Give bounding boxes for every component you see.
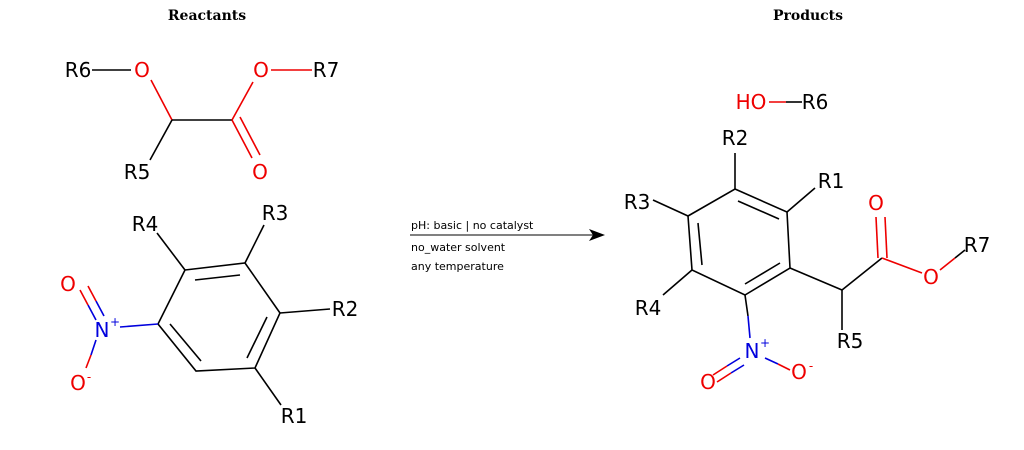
product2-r3-label: R3 — [624, 190, 651, 214]
condition-ph-catalyst: pH: basic | no catalyst — [411, 219, 534, 232]
product-arylated-ester: R2 R1 R3 R4 R5 R7 O O N + O O - — [624, 126, 991, 394]
reactant1-r5-label: R5 — [124, 160, 151, 184]
product2-r5-label: R5 — [837, 329, 864, 353]
product2-nitrogen-charge: + — [760, 336, 770, 350]
product2-r2-label: R2 — [722, 126, 749, 150]
reactant2-r3-label: R3 — [262, 201, 289, 225]
reactant2-nitrogen-charge: + — [110, 315, 120, 329]
reactant2-oxygen-charge: - — [87, 370, 91, 384]
product2-nitro-oxygen-single: O — [791, 360, 807, 384]
reactant2-nitrogen: N — [95, 318, 110, 342]
reactant2-r4-label: R4 — [132, 212, 159, 236]
product2-r1-label: R1 — [818, 169, 845, 193]
reactant-nitroarene: R4 R3 R2 R1 N + O O - — [60, 201, 358, 428]
reactant1-ether-oxygen: O — [134, 58, 150, 82]
reaction-arrow-head — [589, 229, 605, 241]
product2-nitrogen: N — [745, 339, 760, 363]
reactant1-r7-label: R7 — [313, 58, 340, 82]
reactant2-nitro-oxygen-double: O — [60, 272, 76, 296]
reactant-glycolate-ester: R6 O O R7 R5 O — [65, 58, 340, 184]
reactant1-ester-oxygen: O — [253, 58, 269, 82]
reactant1-carbonyl-oxygen: O — [252, 160, 268, 184]
reactant2-nitro-oxygen-single: O — [70, 371, 86, 395]
reaction-arrow-group: pH: basic | no catalyst no_water solvent… — [410, 219, 605, 273]
condition-solvent: no_water solvent — [411, 241, 506, 254]
product2-r4-label: R4 — [635, 296, 662, 320]
products-title: Products — [772, 8, 844, 24]
product2-carbonyl-oxygen: O — [868, 191, 884, 215]
product2-oxygen-charge: - — [809, 359, 813, 373]
product1-r6-label: R6 — [802, 90, 829, 114]
product2-r7-label: R7 — [964, 233, 991, 257]
reactant2-r1-label: R1 — [281, 404, 308, 428]
product2-ester-oxygen: O — [923, 265, 939, 289]
reactant2-r2-label: R2 — [332, 297, 359, 321]
product-alcohol: HO R6 — [736, 90, 829, 114]
reactants-title: Reactants — [167, 8, 247, 24]
reactant1-r6-label: R6 — [65, 58, 92, 82]
condition-temperature: any temperature — [411, 260, 504, 273]
product2-nitro-oxygen-double: O — [700, 370, 716, 394]
product1-hydroxyl: HO — [736, 90, 767, 114]
